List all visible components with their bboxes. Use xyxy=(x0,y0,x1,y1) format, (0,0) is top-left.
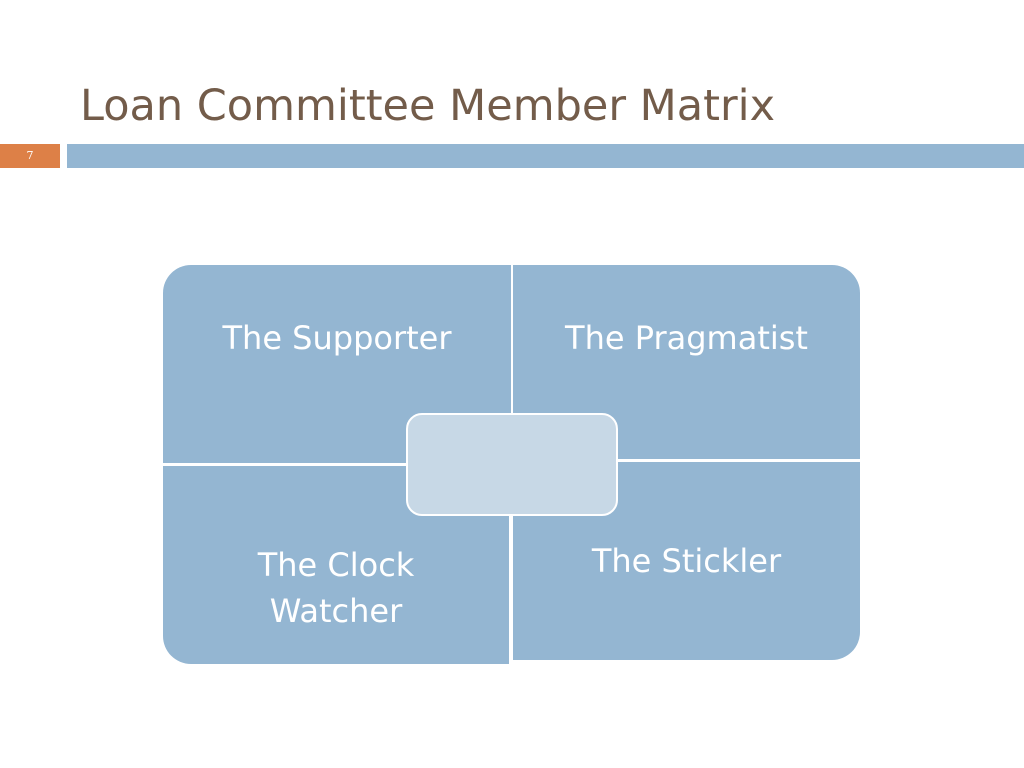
matrix-center-box xyxy=(406,413,618,516)
quadrant-clock-watcher: The Clock Watcher xyxy=(163,466,509,664)
quadrant-label: The Clock Watcher xyxy=(257,546,415,630)
header-bar xyxy=(67,144,1024,168)
quadrant-label: The Supporter xyxy=(222,319,452,357)
quadrant-label: The Pragmatist xyxy=(565,319,808,357)
quadrant-label: The Stickler xyxy=(591,542,782,580)
slide-number: 7 xyxy=(0,144,60,168)
quadrant-supporter: The Supporter xyxy=(163,265,511,463)
slide-title: Loan Committee Member Matrix xyxy=(80,81,776,131)
